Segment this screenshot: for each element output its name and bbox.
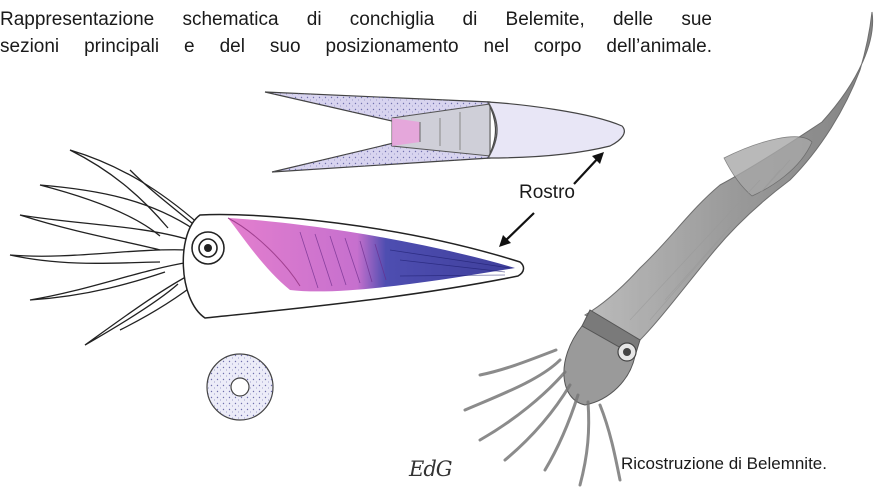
- belemnite-reconstruction: [465, 12, 873, 485]
- rostro-label: Rostro: [519, 182, 575, 204]
- cross-section-drawing: [207, 354, 273, 420]
- reconstruction-label: Ricostruzione di Belemnite.: [621, 454, 827, 474]
- caption-line-1: Rappresentazione schematica di conchigli…: [0, 6, 712, 33]
- figure-caption: Rappresentazione schematica di conchigli…: [0, 6, 712, 60]
- artist-signature: EdG: [409, 457, 452, 481]
- shell-section-drawing: [265, 92, 624, 172]
- squid-schematic: [10, 150, 524, 345]
- caption-line-2: sezioni principali e del suo posizioname…: [0, 33, 712, 60]
